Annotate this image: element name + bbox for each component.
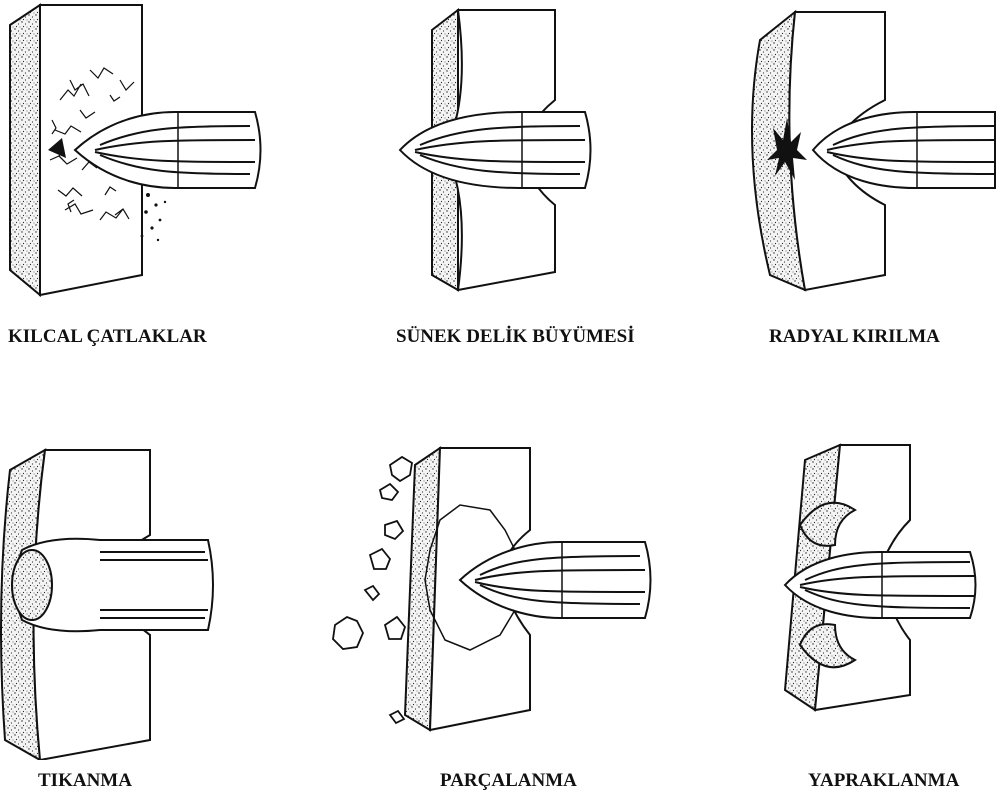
panel-plugging: TIKANMA (0, 440, 240, 760)
ductile-hole-growth-illustration (390, 0, 640, 300)
panel-radial-fracture: RADYAL KIRILMA (745, 0, 1001, 300)
panel-fragmentation: PARÇALANMA (320, 440, 660, 760)
radial-fracture-illustration (745, 0, 1001, 300)
panel-petaling: YAPRAKLANMA (770, 440, 1001, 760)
plugging-illustration (0, 440, 240, 760)
panel-ductile-hole-growth: SÜNEK DELİK BÜYÜMESİ (390, 0, 640, 300)
caption-capillary-cracks: KILCAL ÇATLAKLAR (8, 326, 207, 348)
caption-plugging: TIKANMA (38, 770, 132, 792)
petaling-illustration (770, 440, 1001, 760)
capillary-cracks-illustration (0, 0, 330, 300)
fragmentation-illustration (320, 440, 660, 760)
caption-fragmentation: PARÇALANMA (440, 770, 577, 792)
caption-petaling: YAPRAKLANMA (808, 770, 959, 792)
panel-capillary-cracks: KILCAL ÇATLAKLAR (0, 0, 330, 300)
caption-radial-fracture: RADYAL KIRILMA (769, 326, 940, 348)
caption-ductile-hole-growth: SÜNEK DELİK BÜYÜMESİ (396, 326, 635, 348)
